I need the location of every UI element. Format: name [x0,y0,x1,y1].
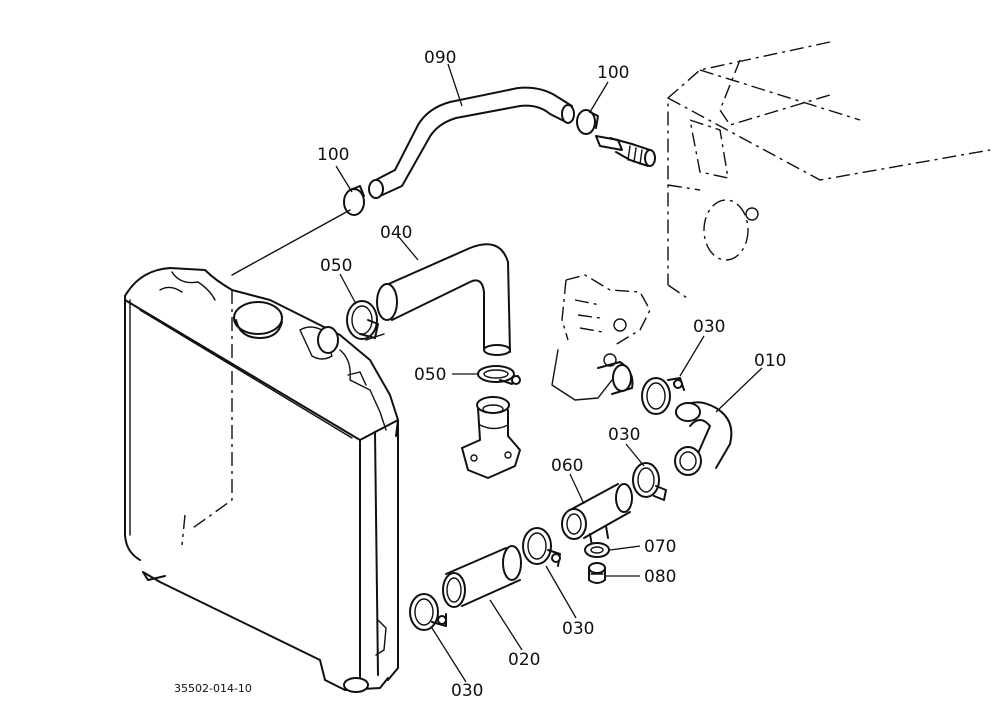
label-030-mid: 030 [608,425,640,445]
label-100-left: 100 [317,145,349,165]
hose-040 [376,243,511,356]
water-pump-housing [551,274,651,401]
label-050-center: 050 [414,365,446,385]
drawing-code: 35502-014-10 [174,682,252,695]
label-060: 060 [551,456,583,476]
label-040: 040 [380,223,412,243]
clamp-030-center [522,527,561,567]
label-010: 010 [754,351,786,371]
label-050-left: 050 [320,256,352,276]
label-090: 090 [424,48,456,68]
label-070: 070 [644,537,676,557]
clamp-030-lower [409,593,447,631]
part-labels: 090 100 100 040 050 050 030 010 030 060 … [174,48,786,701]
radiator [124,267,399,693]
label-080: 080 [644,567,676,587]
thermostat-cover [461,396,521,479]
clamp-030-mid [632,462,667,501]
pipe-060 [561,483,633,547]
leader-lines [231,63,763,683]
hose-020 [442,545,522,608]
label-030-center: 030 [562,619,594,639]
engine-block [667,41,991,301]
clamp-030-upper [641,377,685,415]
label-030-lower: 030 [451,681,483,701]
hose-fitting [595,135,656,167]
hose-090 [368,86,575,199]
label-100-right: 100 [597,63,629,83]
clamp-100-left [343,185,365,216]
label-030-upper: 030 [693,317,725,337]
clamp-100-right [576,109,599,135]
clamp-050-left [346,300,385,341]
washer-070 [584,542,610,558]
hose-010 [674,401,733,476]
clamp-050-center [477,365,521,385]
drain-plug-080 [588,562,606,584]
label-020: 020 [508,650,540,670]
